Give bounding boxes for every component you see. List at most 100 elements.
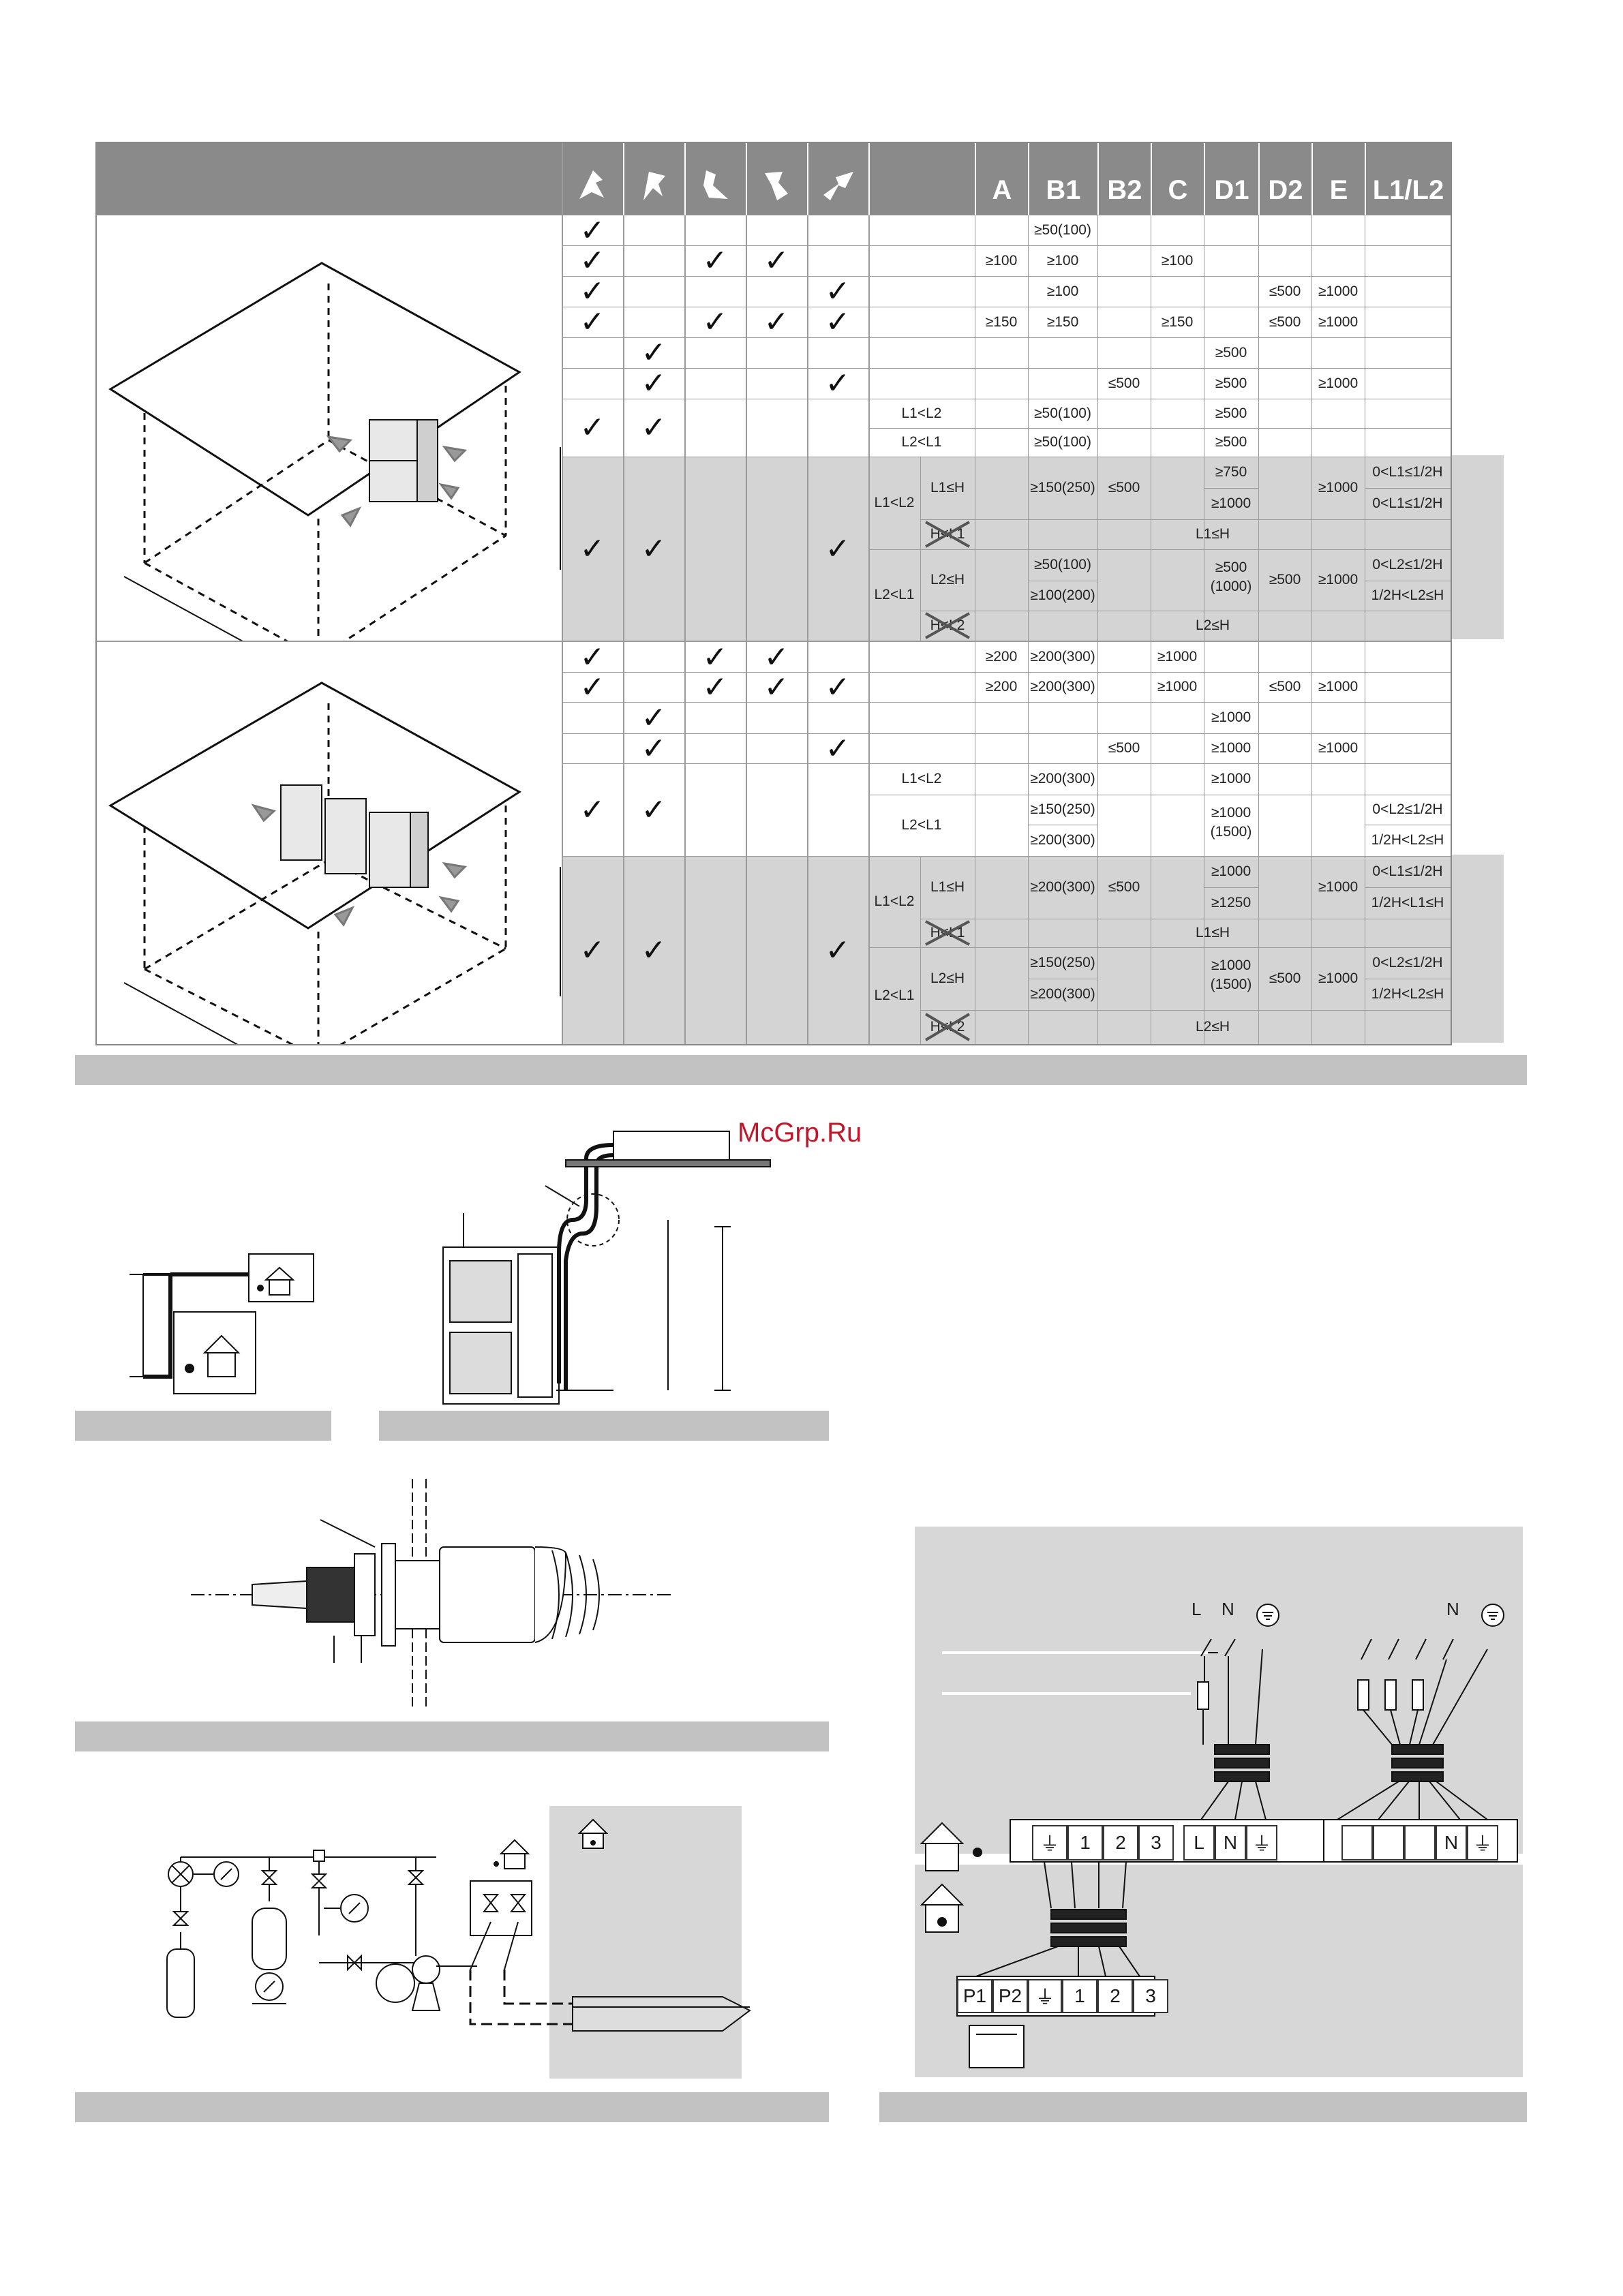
ground-terminal: ⏚	[1467, 1825, 1498, 1861]
cell-b1: ≥100	[1046, 252, 1079, 269]
watermark: McGrp.Ru	[738, 1118, 862, 1148]
indoor-zone-panel	[549, 1806, 742, 2079]
check-mark: ✓	[702, 243, 728, 278]
section-caption-bar	[75, 1055, 1527, 1085]
terminal-n: N	[1436, 1825, 1467, 1861]
cell-b2: ≤500	[1108, 740, 1140, 756]
check-mark: ✓	[641, 792, 667, 827]
cell-d1: ≥1000	[1211, 958, 1252, 973]
cell-e: ≥1000	[1318, 480, 1359, 495]
not-allowed-x-icon	[925, 521, 970, 548]
cell-d1-sub: (1000)	[1210, 579, 1252, 594]
cell-condition: L2<L1	[901, 817, 942, 833]
cell-a: ≥150	[985, 313, 1018, 330]
height-difference-diagram	[130, 1253, 314, 1394]
terminal-blank	[1404, 1825, 1436, 1861]
cell-d1: ≥1000	[1211, 771, 1252, 786]
label-l: L	[1192, 1599, 1202, 1619]
cell-subcondition: L2≤H	[930, 970, 965, 986]
caption-bar	[379, 1411, 829, 1441]
installation-clearance-table: A B1 B2 C D1 D2 E L1/L2	[95, 142, 1452, 1045]
airflow-direction-2-icon	[623, 143, 684, 215]
side-tab	[1452, 855, 1504, 1043]
cell-d1: ≥1000	[1211, 805, 1252, 821]
ground-terminal: ⏚	[1028, 1979, 1062, 2013]
cell-e: ≥1000	[1318, 283, 1359, 299]
cell-l1l2: 1/2H<L1≤H	[1371, 895, 1444, 910]
terminal-blank	[1373, 1825, 1404, 1861]
cell-b1: ≥200(300)	[1030, 986, 1095, 1002]
check-mark: ✓	[579, 792, 605, 827]
house-icon	[257, 1266, 295, 1296]
cell-d1: ≥1000	[1211, 495, 1252, 511]
cell-b1: ≥150	[1046, 313, 1079, 330]
cell-condition: L2<L1	[901, 434, 942, 450]
cell-l1l2: 0<L2≤1/2H	[1372, 955, 1443, 970]
cell-b1: ≥50(100)	[1034, 557, 1091, 572]
cell-b1: ≥200(300)	[1030, 649, 1095, 664]
header-col-l1l2: L1/L2	[1365, 143, 1451, 215]
cell-d2: ≥500	[1269, 572, 1301, 587]
single-unit-room-diagram	[108, 262, 561, 641]
cell-b1: ≥150(250)	[1030, 480, 1095, 495]
cell-b1: ≥100	[1046, 283, 1079, 299]
cell-b1: ≥150(250)	[1030, 955, 1095, 970]
cell-b1: ≥150(250)	[1030, 801, 1095, 817]
airflow-direction-5-icon	[807, 143, 868, 215]
multi-unit-room-diagram	[108, 682, 561, 1044]
cell-d2: ≤500	[1269, 313, 1301, 330]
cell-l1l2: 0<L1≤1/2H	[1372, 863, 1443, 879]
cell-d1: ≥1000	[1211, 863, 1252, 879]
header-condition	[868, 143, 975, 215]
terminal-p2: P2	[992, 1979, 1028, 2013]
check-mark: ✓	[702, 639, 728, 675]
terminal-l: L	[1183, 1825, 1215, 1861]
cell-condition: L1<L2	[901, 405, 942, 421]
cell-span: L2≤H	[1195, 1019, 1230, 1035]
cell-b1: ≥50(100)	[1034, 434, 1091, 450]
cell-b1: ≥50(100)	[1034, 405, 1091, 421]
cell-e: ≥1000	[1318, 679, 1359, 694]
terminal-3: 3	[1133, 1979, 1168, 2013]
header-col-e: E	[1311, 143, 1365, 215]
terminal-1: 1	[1062, 1979, 1097, 2013]
pressure-test-diagram	[166, 1818, 751, 2032]
caption-bar	[75, 1411, 331, 1441]
cell-b1: ≥200(300)	[1030, 771, 1095, 786]
cell-subcondition: L2≤H	[930, 572, 965, 587]
cell-subcondition: L1≤H	[930, 879, 965, 895]
cell-d1: ≥500	[1215, 405, 1247, 421]
cell-d1: ≥1000	[1211, 709, 1252, 725]
check-mark: ✓	[825, 731, 851, 766]
cell-d1: ≥750	[1215, 464, 1247, 480]
check-mark: ✓	[579, 305, 605, 339]
check-mark: ✓	[702, 305, 728, 339]
shaded-block-multi	[562, 856, 1451, 1044]
cell-d1-sub: (1500)	[1210, 977, 1252, 992]
cell-a: ≥200	[985, 649, 1018, 664]
caption-bar	[75, 2092, 829, 2122]
cell-l1l2: 1/2H<L2≤H	[1371, 587, 1444, 603]
indoor-dot-icon	[973, 1848, 982, 1857]
not-allowed-x-icon	[925, 920, 970, 946]
cell-l1l2: 0<L1≤1/2H	[1372, 464, 1443, 480]
cell-subcondition: L1≤H	[930, 480, 965, 495]
pipe-trap-diagram	[442, 1131, 771, 1405]
check-mark: ✓	[641, 531, 667, 566]
check-mark: ✓	[825, 932, 851, 968]
flare-connection-diagram	[191, 1479, 675, 1711]
ground-terminal: ⏚	[1246, 1825, 1277, 1861]
cell-c: ≥100	[1161, 252, 1194, 269]
cell-d2: ≤500	[1269, 679, 1301, 694]
cell-e: ≥1000	[1318, 740, 1359, 756]
check-mark: ✓	[579, 531, 605, 566]
cell-d2: ≤500	[1269, 970, 1301, 986]
cell-c: ≥1000	[1157, 679, 1198, 694]
terminal-n: N	[1215, 1825, 1246, 1861]
header-col-d2: D2	[1258, 143, 1311, 215]
cell-l1l2: 1/2H<L2≤H	[1371, 832, 1444, 848]
airflow-direction-3-icon	[684, 143, 746, 215]
check-mark: ✓	[641, 335, 667, 370]
cell-e: ≥1000	[1318, 970, 1359, 986]
check-mark: ✓	[641, 700, 667, 735]
